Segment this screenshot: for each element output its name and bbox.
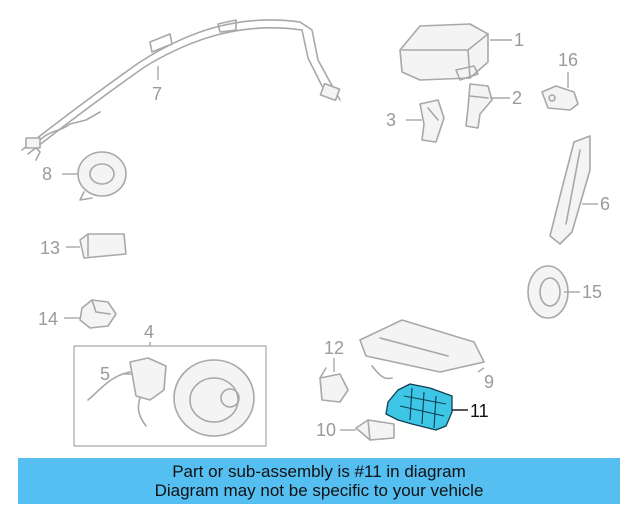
- part-10-module: [355, 419, 395, 441]
- callout-6: 6: [600, 194, 610, 214]
- info-banner: Part or sub-assembly is #11 in diagram D…: [18, 458, 620, 504]
- part-16-sensor: [541, 85, 579, 111]
- banner-line-2: Diagram may not be specific to your vehi…: [154, 481, 484, 500]
- callout-8: 8: [42, 164, 52, 184]
- callout-13: 13: [40, 238, 60, 258]
- callout-1: 1: [514, 30, 524, 50]
- part-1-airbag-module: [399, 23, 489, 81]
- parts-diagram: 1 2 3 4 5 6 7 8 9 10 11 12 13 14 15 16: [21, 19, 610, 447]
- part-4-group-box: [73, 345, 267, 447]
- callout-12: 12: [324, 338, 344, 358]
- callout-4: 4: [144, 322, 154, 342]
- part-15-cover: [527, 265, 569, 319]
- callout-7: 7: [152, 84, 162, 104]
- callout-9: 9: [484, 372, 494, 392]
- callout-15: 15: [582, 282, 602, 302]
- callout-2: 2: [512, 88, 522, 108]
- part-12-bracket: [319, 367, 349, 403]
- callout-11: 11: [470, 401, 489, 421]
- part-9-seat-mat: [359, 319, 485, 380]
- callout-10: 10: [316, 420, 336, 440]
- part-8-clock-spring: [77, 151, 127, 201]
- part-13-module: [79, 233, 127, 259]
- part-7-curtain-airbag: [21, 19, 341, 161]
- leader-lines: [62, 39, 598, 431]
- part-6-side-airbag: [549, 135, 591, 245]
- part-11-control-unit-highlighted: [385, 383, 453, 431]
- callout-14: 14: [38, 309, 58, 329]
- callout-16: 16: [558, 50, 578, 70]
- callout-5: 5: [100, 364, 110, 384]
- part-2-sensor: [465, 83, 493, 129]
- callout-3: 3: [386, 110, 396, 130]
- part-14-sensor: [79, 299, 117, 329]
- part-3-bracket: [419, 99, 445, 143]
- banner-line-1: Part or sub-assembly is #11 in diagram: [172, 462, 466, 481]
